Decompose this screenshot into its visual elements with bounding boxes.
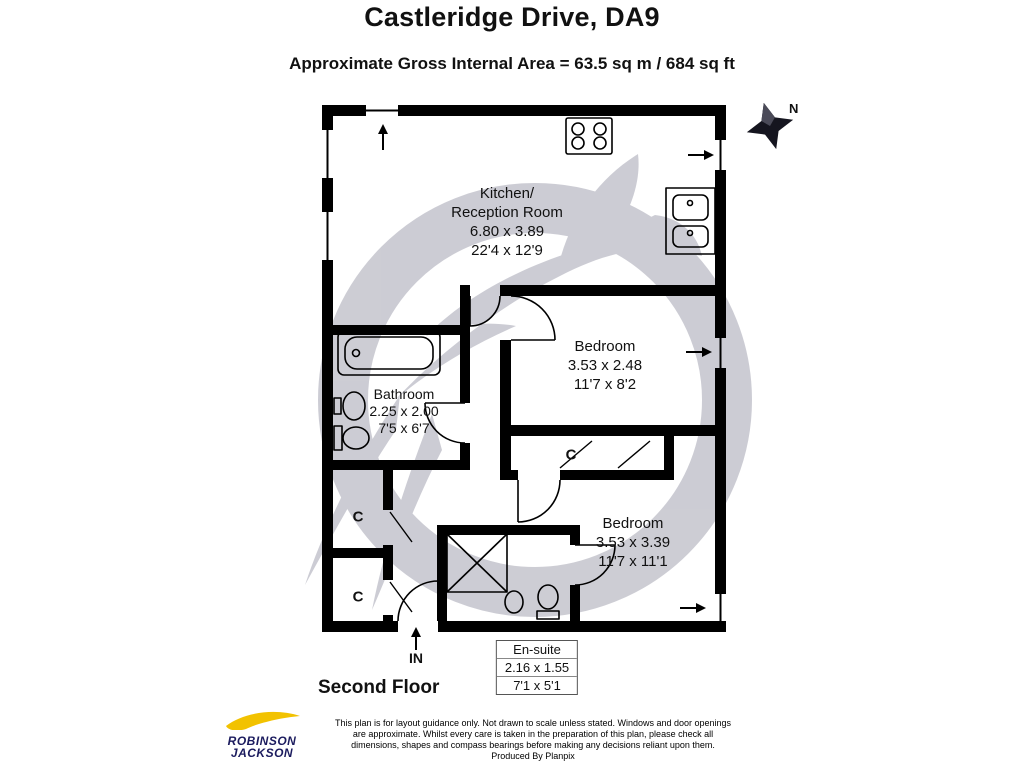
bedroom-bottom-door-swing (517, 479, 561, 523)
walls (322, 105, 726, 632)
fixtures (333, 117, 716, 620)
page-title: Castleridge Drive, DA9 (364, 2, 660, 32)
opening-arrows (382, 133, 705, 650)
agent-logo: ROBINSON JACKSON (220, 710, 304, 759)
bedroom-bottom-name: Bedroom (602, 515, 664, 532)
agent-logo-swoosh (226, 711, 300, 731)
cupboard-label-hall-bottom: C (352, 588, 364, 606)
disclaimer-line1: This plan is for layout guidance only. N… (334, 718, 732, 728)
page-subtitle: Approximate Gross Internal Area = 63.5 s… (289, 54, 735, 73)
bathroom-size-metric: 2.25 x 2.00 (369, 403, 439, 419)
bathroom-toilet-icon (333, 425, 343, 451)
bedroom-top-name: Bedroom (574, 338, 636, 355)
kitchen-size-metric: 6.80 x 3.89 (469, 223, 545, 240)
cupboard-door-lines (389, 440, 651, 613)
bathroom-sink-icon (342, 391, 366, 421)
agent-name-line2: JACKSON (230, 746, 294, 760)
bathroom-size-imperial: 7'5 x 6'7 (378, 420, 430, 436)
agent-name-line1: ROBINSON (227, 734, 297, 748)
ensuite-name: En-suite (513, 642, 561, 657)
kitchen-name-line1: Kitchen/ (479, 185, 535, 202)
disclaimer: This plan is for layout guidance only. N… (317, 718, 749, 762)
watermark-ring (318, 183, 752, 617)
bedroom-top-door-swing (510, 295, 556, 341)
watermark-bird-wing (558, 154, 639, 268)
hob-icon (565, 117, 613, 155)
bedroom-bottom-size-metric: 3.53 x 3.39 (595, 534, 671, 551)
kitchen-size-imperial: 22'4 x 12'9 (471, 242, 543, 259)
kitchen-name-line2: Reception Room (451, 204, 563, 221)
bathroom-door-swing (424, 402, 466, 444)
cupboard-label-hall-top: C (352, 508, 364, 526)
disclaimer-line3: dimensions, shapes and compass bearings … (351, 740, 715, 750)
floor-label: Second Floor (318, 677, 440, 698)
entrance-door-swing (397, 580, 439, 622)
cupboard-label-between-bedrooms: C (565, 446, 577, 464)
bathroom-name: Bathroom (373, 386, 435, 402)
disclaimer-line4: Produced By Planpix (491, 751, 575, 761)
ensuite-door-swing (574, 544, 616, 586)
bedroom-top-size-metric: 3.53 x 2.48 (567, 357, 643, 374)
compass-north-label: N (789, 101, 799, 116)
disclaimer-line2: are approximate. Whilst every care is ta… (352, 729, 714, 739)
bedroom-bottom-label: Bedroom 3.53 x 3.39 11'7 x 11'1 (596, 514, 670, 571)
kitchen-door-swing (469, 295, 501, 327)
ensuite-toilet-icon (536, 610, 560, 620)
bedroom-top-label: Bedroom 3.53 x 2.48 11'7 x 8'2 (568, 337, 642, 394)
compass-icon (746, 102, 794, 150)
watermark-bird-body (395, 215, 702, 400)
bedroom-top-size-imperial: 11'7 x 8'2 (573, 376, 637, 393)
kitchen-label: Kitchen/ Reception Room 6.80 x 3.89 22'4… (451, 184, 563, 260)
ensuite-sink-icon (504, 590, 524, 614)
bedroom-bottom-size-imperial: 11'7 x 11'1 (598, 553, 668, 570)
ensuite-size-imperial: 7'1 x 5'1 (496, 676, 578, 694)
logo-swoosh-shape (226, 711, 300, 731)
bathroom-label: Bathroom 2.25 x 2.00 7'5 x 6'7 (369, 386, 438, 437)
window-line (326, 109, 722, 622)
entrance-label: IN (409, 650, 423, 666)
ensuite-size-metric: 2.16 x 1.55 (496, 658, 578, 676)
ensuite-label: En-suite 2.16 x 1.55 7'1 x 5'1 (495, 640, 579, 695)
openings (326, 109, 722, 650)
